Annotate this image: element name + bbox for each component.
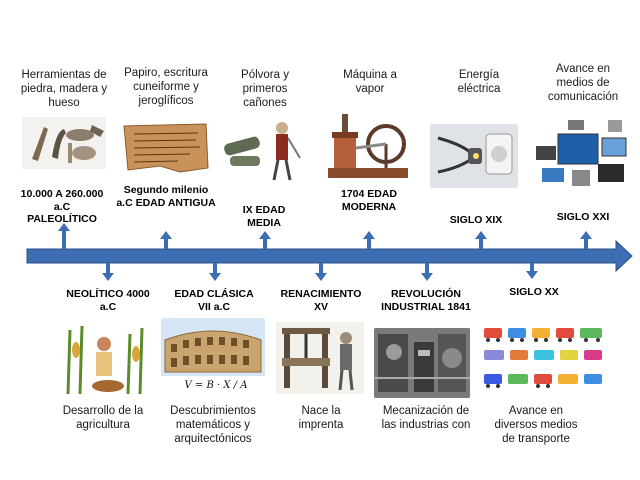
- connector-arrow: [421, 273, 433, 281]
- connector: [425, 263, 429, 275]
- connector-arrow: [580, 231, 592, 239]
- event-xix-era: SIGLO XIX: [449, 214, 503, 226]
- transport-icon: [480, 322, 608, 398]
- event-paleolithic-desc: Herramientas de piedra, madera y hueso: [20, 69, 108, 109]
- connector-arrow: [58, 223, 70, 231]
- event-neolithic-desc: Desarrollo de la agricultura: [62, 405, 144, 431]
- steam-engine-icon: [322, 108, 414, 184]
- connector: [62, 229, 66, 249]
- event-industrial-desc: Mecanización de las industrias con: [381, 405, 471, 431]
- event-ancient-desc: Papiro, escritura cuneiforme y jeroglífi…: [124, 67, 208, 107]
- connector: [319, 263, 323, 275]
- event-xxi-desc: Avance en medios de comunicación: [547, 63, 619, 103]
- event-industrial-era: REVOLUCIÓN INDUSTRIAL 1841: [381, 288, 471, 313]
- farming-icon: [58, 320, 150, 396]
- connector-arrow: [315, 273, 327, 281]
- connector: [164, 238, 168, 249]
- event-medieval-desc: Pólvora y primeros cañones: [241, 69, 289, 109]
- papyrus-icon: [120, 120, 212, 174]
- connector-arrow: [209, 273, 221, 281]
- electric-plug-icon: [430, 124, 518, 188]
- connector-arrow: [102, 273, 114, 281]
- factory-icon: [374, 328, 470, 398]
- event-ancient-era: Segundo milenio a.C EDAD ANTIGUA: [116, 184, 216, 209]
- connector: [367, 238, 371, 249]
- connector-arrow: [475, 231, 487, 239]
- event-renaissance-desc: Nace la imprenta: [298, 405, 344, 431]
- event-xx-desc: Avance en diversos medios de transporte: [494, 405, 578, 445]
- connector: [263, 238, 267, 249]
- printing-press-icon: [276, 322, 364, 394]
- connector: [530, 263, 534, 273]
- connector-arrow: [526, 271, 538, 279]
- math-formula: V = B · X / A: [184, 380, 248, 391]
- event-modern-era: 1704 EDAD MODERNA: [340, 188, 398, 213]
- event-xxi-era: SIGLO XXI: [556, 211, 610, 223]
- event-classical-desc: Descubrimientos matemáticos y arquitectó…: [170, 405, 256, 445]
- devices-icon: [528, 116, 634, 194]
- connector-arrow: [259, 231, 271, 239]
- event-classical-era: EDAD CLÁSICA VII a.C: [174, 288, 254, 313]
- colosseum-icon: [161, 318, 265, 398]
- connector: [213, 263, 217, 275]
- connector-arrow: [160, 231, 172, 239]
- connector: [479, 238, 483, 249]
- connector: [584, 238, 588, 249]
- event-paleolithic-era: 10.000 A 260.000 a.C PALEOLÍTICO: [20, 188, 104, 225]
- connector-arrow: [363, 231, 375, 239]
- connector: [106, 263, 110, 275]
- event-xx-era: SIGLO XX: [509, 286, 559, 298]
- event-neolithic-era: NEOLÍTICO 4000 a.C: [66, 288, 150, 313]
- cannon-icon: [220, 118, 306, 184]
- event-modern-desc: Máquina a vapor: [343, 69, 397, 95]
- event-xix-desc: Energía eléctrica: [457, 69, 501, 95]
- event-medieval-era: IX EDAD MEDIA: [242, 204, 286, 229]
- stone-tools-icon: [22, 117, 106, 169]
- event-renaissance-era: RENACIMIENTO XV: [280, 288, 362, 313]
